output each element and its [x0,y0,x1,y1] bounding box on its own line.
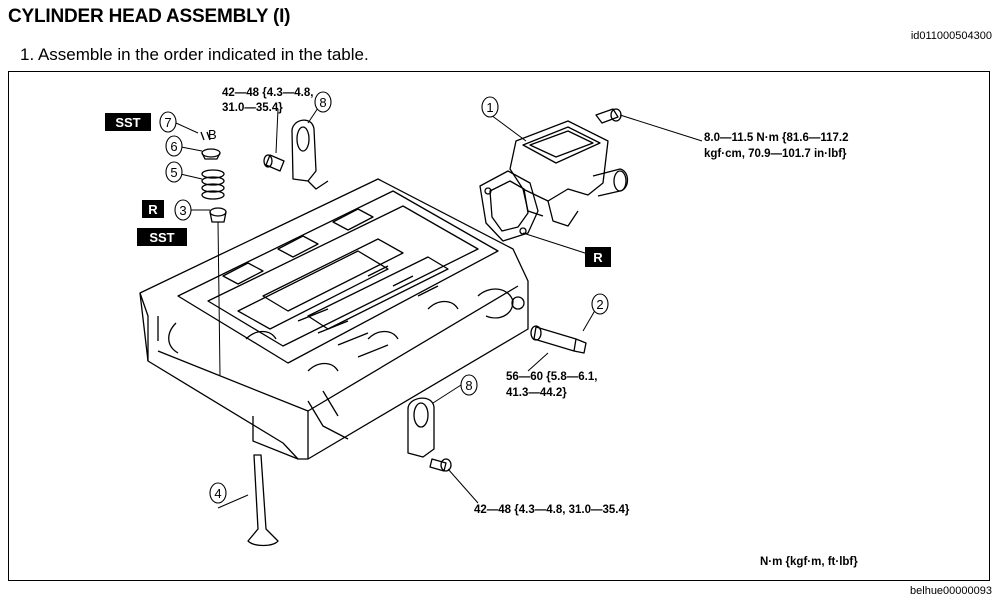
torque-label-right-line2: kgf·cm, 70.9—101.7 in·lbf} [704,148,847,160]
cylinder-head [139,178,529,460]
instruction-step: 1. Assemble in the order indicated in th… [20,45,369,64]
outlet-bolt [595,108,622,124]
svg-text:R: R [148,202,158,217]
figure-frame [8,71,990,581]
gasket [479,170,539,242]
hanger-bolt-upper [263,154,285,172]
spring-retainer [201,148,221,160]
units-note: N·m {kgf·m, ft·lbf} [760,556,858,568]
torque-label-mid-line2: 41.3—44.2} [506,387,567,399]
valve-seal [209,207,227,223]
stud-bolt [530,325,587,354]
page-title: CYLINDER HEAD ASSEMBLY (I) [8,6,291,27]
valve-spring [201,169,225,200]
torque-label-top-line1: 42—48 {4.3—4.8, [222,87,313,99]
engine-hanger-upper [291,119,329,190]
hanger-bolt-lower [429,458,452,472]
torque-label-mid-line1: 56—60 {5.8—6.1, [506,371,597,383]
torque-label-top-line2: 31.0—35.4} [222,102,283,114]
valve [247,454,279,547]
r-badge-right: R [585,247,611,267]
callout-8-upper: 8 [319,95,326,110]
figure-id: belhue00000093 [910,585,992,597]
torque-label-right-line1: 8.0—11.5 N·m {81.6—117.2 [704,132,849,144]
torque-label-bottom: 42—48 {4.3—4.8, 31.0—35.4} [474,504,630,516]
callout-8-lower: 8 [465,378,472,393]
callout-7: 7 [164,115,171,130]
callout-1: 1 [486,100,493,115]
r-badge-left: R [142,200,164,218]
svg-text:SST: SST [115,115,140,130]
document-id: id011000504300 [910,30,992,42]
callout-5: 5 [170,165,177,180]
sst-badge-lower: SST [137,228,187,246]
callout-6: 6 [170,139,177,154]
svg-text:R: R [593,250,603,265]
sst-badge-upper: SST [105,113,151,131]
water-outlet-assembly [509,120,629,227]
valve-keepers [200,131,211,141]
exploded-view-diagram: 1 2 3 4 5 6 7 8 8 B SST R SST R 42—48 {4… [105,87,858,568]
callout-4: 4 [214,486,221,501]
keeper-letter-b: B [208,127,217,142]
callout-2: 2 [596,297,603,312]
engine-hanger-lower [407,397,435,458]
leader-lines [175,104,703,509]
svg-text:SST: SST [149,230,174,245]
callout-3: 3 [179,203,186,218]
